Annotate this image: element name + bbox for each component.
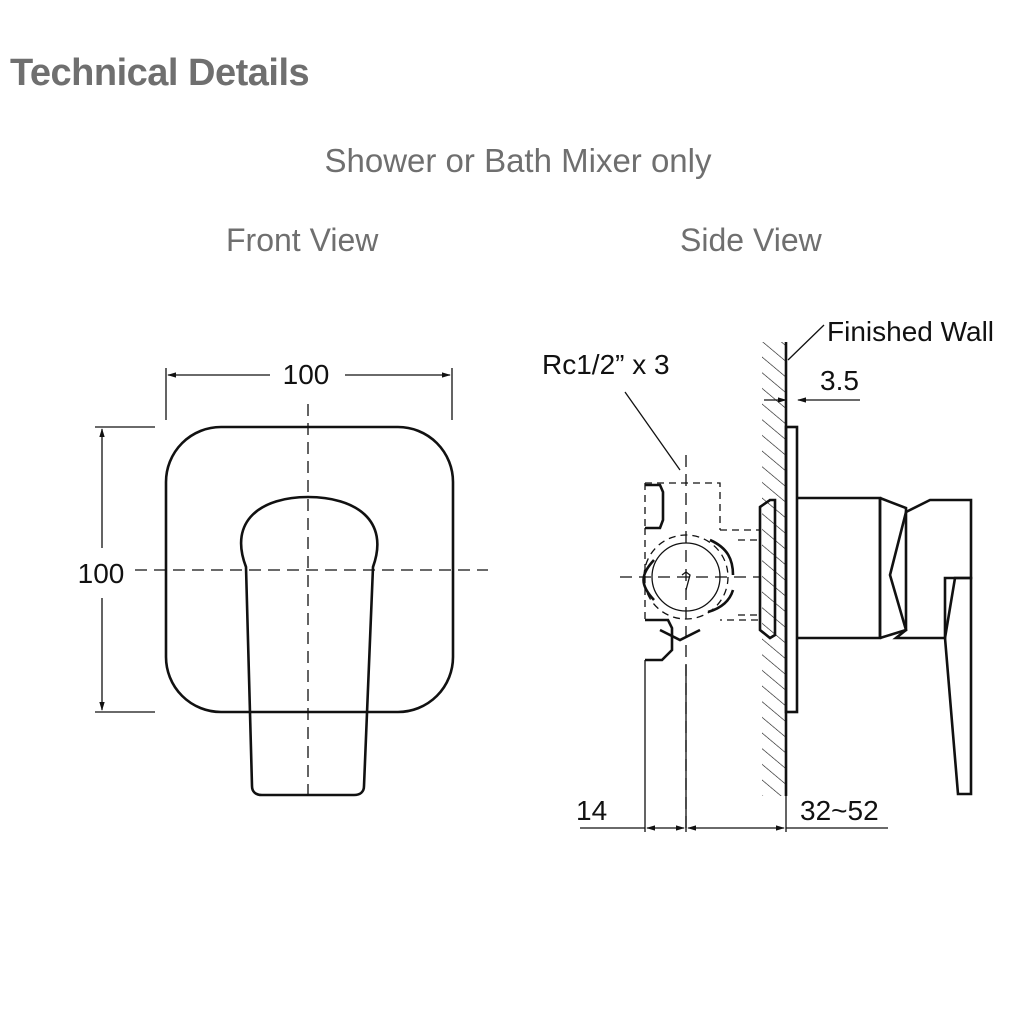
front-width-label: 100 xyxy=(283,359,330,390)
side-body-collar xyxy=(879,496,908,640)
offset-dimension: 14 xyxy=(576,665,687,832)
side-view-drawing: Rc1/2” x 3 Finished Wall 3.5 xyxy=(542,316,994,832)
connection-size-label: Rc1/2” x 3 xyxy=(542,349,670,380)
front-view-label: Front View xyxy=(226,222,379,258)
front-lever-handle xyxy=(239,495,379,797)
connection-leader-line xyxy=(624,391,681,471)
wall-leader-line xyxy=(787,324,825,361)
front-width-dimension: 100 xyxy=(165,359,453,420)
plate-thickness-dimension: 3.5 xyxy=(764,365,860,403)
side-valve-body xyxy=(797,496,882,640)
product-subtitle: Shower or Bath Mixer only xyxy=(324,142,712,179)
offset-label: 14 xyxy=(576,795,607,826)
front-height-dimension: 100 xyxy=(78,426,155,713)
depth-range-dimension: 32~52 xyxy=(687,795,888,832)
front-height-label: 100 xyxy=(78,558,125,589)
plate-thickness-label: 3.5 xyxy=(820,365,859,396)
side-lever-handle xyxy=(888,498,973,640)
page-title: Technical Details xyxy=(10,52,310,94)
side-lever-blade xyxy=(943,576,973,796)
side-cover-plate xyxy=(784,425,799,714)
front-view-drawing: 100 100 xyxy=(78,359,488,800)
depth-range-label: 32~52 xyxy=(800,795,879,826)
side-view-label: Side View xyxy=(680,222,822,258)
finished-wall-label: Finished Wall xyxy=(827,316,994,347)
concealed-valve-body xyxy=(642,482,777,665)
